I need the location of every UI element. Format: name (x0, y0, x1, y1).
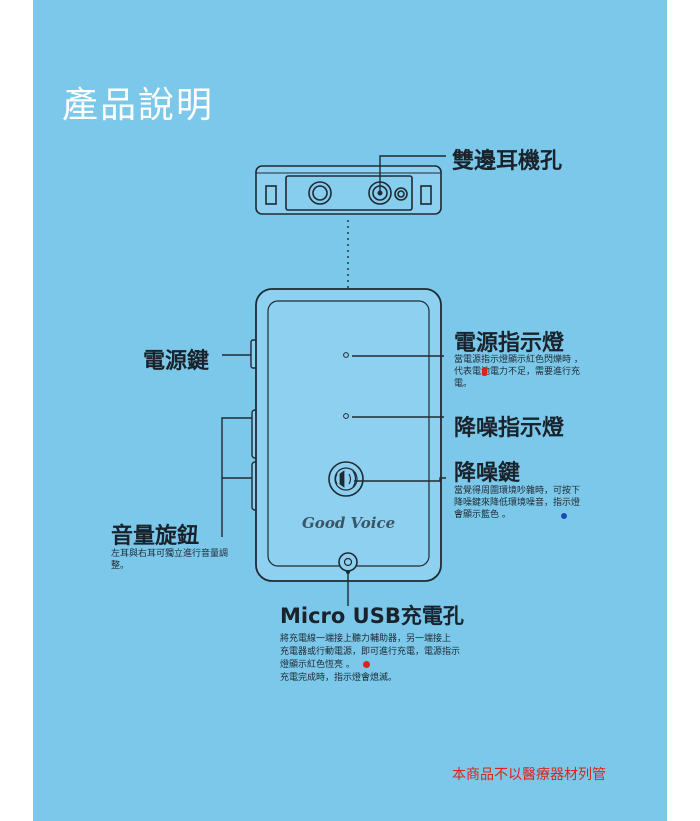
volume-knob-label: 音量旋鈕 (111, 524, 200, 549)
power-indicator-label: 電源指示燈 (454, 331, 565, 356)
blue-indicator-swatch (561, 513, 567, 519)
disclaimer-text: 本商品不以醫療器材列管 (452, 767, 606, 783)
nr-indicator-label: 降噪指示燈 (454, 416, 565, 441)
leader-lines (221, 354, 446, 606)
headphone-jack-label: 雙邊耳機孔 (452, 149, 563, 174)
usb-description-line-3: 燈顯示紅色恆亮 。 (280, 660, 355, 670)
usb-description-line-1: 將充電線一端接上聽力輔助器，另一端接上 (280, 634, 452, 644)
red-indicator-swatch (482, 367, 487, 376)
usb-port-label: Micro USB充電孔 (280, 604, 464, 628)
device-front (255, 288, 442, 582)
usb-description-line-4: 充電完成時，指示燈會熄滅。 (280, 673, 398, 683)
brand-logo: Good Voice (302, 514, 396, 532)
usb-description-line-2: 充電器或行動電源，即可進行充電，電源指示 (280, 647, 461, 657)
usb-port (338, 552, 358, 572)
volume-knob-description: 左耳與右耳可獨立進行音量調整。 (111, 549, 229, 571)
page-title: 產品說明 (62, 85, 215, 126)
power-indicator-description: 當電源指示燈顯示紅色閃爍時 ，代表電池電力不足，需要進行充電。 (454, 355, 583, 389)
nr-button (328, 461, 364, 497)
nr-key-description: 當覺得周圍環境吵雜時，可按下降噪鍵來降低環境噪音，指示燈會顯示藍色 。 (454, 486, 581, 520)
device-top-view (255, 165, 442, 215)
power-indicator-light (343, 352, 349, 358)
power-key-label: 電源鍵 (143, 349, 210, 374)
nr-indicator-light (343, 413, 349, 419)
nr-key-label: 降噪鍵 (454, 461, 521, 486)
headphone-jack-marker (377, 155, 446, 196)
red-steady-swatch (363, 661, 370, 668)
